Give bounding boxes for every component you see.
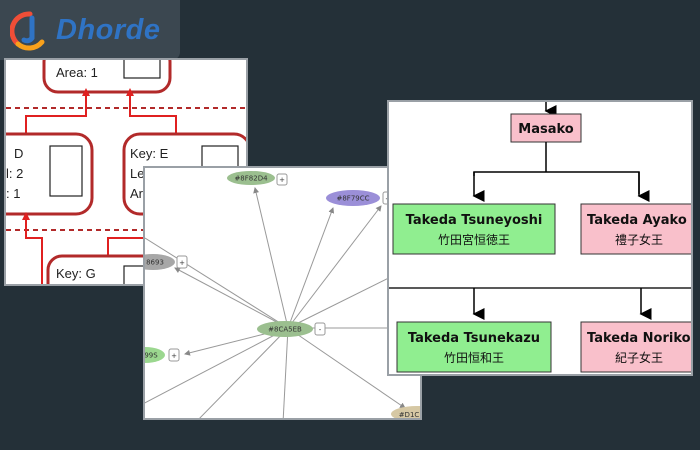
graph-node[interactable] [326, 190, 380, 206]
person-name: Takeda Tsunekazu [408, 331, 540, 346]
collapse-toggle[interactable] [314, 322, 326, 336]
node-text: Area: 1 [56, 65, 98, 80]
family-tree-canvas: Masako Takeda Tsuneyoshi 竹田宮恒徳王 Takeda A… [389, 102, 691, 373]
graph-node[interactable] [145, 254, 175, 270]
person-node-ayako[interactable] [580, 203, 691, 255]
person-node-tsuneyoshi[interactable] [392, 203, 556, 255]
expand-toggle[interactable] [276, 173, 288, 186]
graph-node[interactable] [391, 406, 420, 418]
arrow-head [82, 88, 90, 96]
node-thumbnail [49, 145, 83, 197]
node-text: Ar [130, 186, 144, 201]
screenshot-family-tree: Masako Takeda Tsuneyoshi 竹田宮恒徳王 Takeda A… [387, 100, 693, 376]
arrow-head [126, 88, 134, 96]
person-node-masako[interactable] [510, 113, 582, 143]
expand-toggle[interactable] [176, 255, 188, 269]
graph-node-label: #8F82D4 [234, 175, 268, 183]
tree-edge [473, 171, 640, 194]
person-kanji: 禮子女王 [615, 232, 663, 247]
tree-connector [129, 93, 177, 134]
person-kanji: 竹田宮恒徳王 [438, 232, 510, 247]
expand-toggle-label: + [279, 176, 285, 184]
person-node-tsunekazu[interactable] [396, 321, 552, 373]
node-text: D [14, 146, 23, 161]
person-name: Takeda Tsuneyoshi [406, 213, 543, 228]
graph-node-label: 99S [145, 352, 158, 360]
graph-node-label: #8F79CC [336, 195, 369, 203]
logo-text: Dhorde [56, 14, 161, 46]
graph-edges [145, 187, 420, 418]
node-text: : 1 [6, 186, 20, 201]
tree-connector [25, 217, 43, 284]
arrow-head [22, 212, 30, 220]
node-text: Key: E [130, 146, 169, 161]
node-text: Key: G [56, 266, 96, 281]
graph-node-label: #8CA5EB [268, 326, 302, 334]
expand-toggle-label: + [171, 352, 177, 360]
person-kanji: 紀子女王 [615, 350, 663, 365]
collapse-toggle-label: - [319, 326, 322, 334]
node-thumbnail [123, 60, 161, 79]
tree-connector [25, 93, 87, 134]
network-canvas: #8CA5EB - #8F79CC + #8F82D4 + 8693 + 99S… [145, 171, 420, 418]
graph-node-label: 8693 [146, 259, 164, 267]
graph-node-label: #D1C [399, 411, 420, 418]
graph-node[interactable] [227, 171, 275, 185]
graph-node[interactable] [145, 347, 165, 363]
person-name: Takeda Ayako [587, 213, 687, 228]
expand-toggle-label: + [179, 259, 185, 267]
logo-icon [10, 11, 45, 51]
person-name: Takeda Noriko [587, 331, 691, 346]
logo-banner: Dhorde [0, 0, 180, 60]
person-node-noriko[interactable] [580, 321, 691, 373]
person-name: Masako [518, 122, 574, 137]
person-kanji: 竹田恒和王 [444, 351, 504, 365]
graph-node[interactable] [257, 321, 313, 337]
expand-toggle[interactable] [168, 348, 180, 362]
screenshot-network-graph: #8CA5EB - #8F79CC + #8F82D4 + 8693 + 99S… [143, 166, 422, 420]
node-text: l: 2 [6, 166, 23, 181]
